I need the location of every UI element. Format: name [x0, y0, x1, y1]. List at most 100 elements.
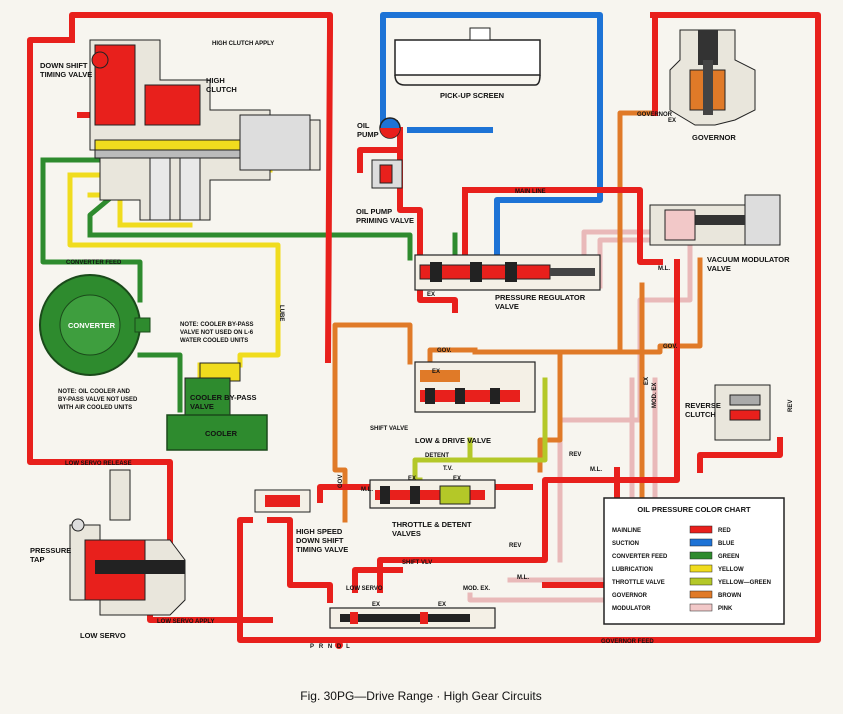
label-line-ex-manual-1: EX	[372, 602, 380, 608]
manual-valve-body	[329, 607, 496, 629]
label-line-ex-throttle-1: EX	[408, 476, 416, 482]
label-line-high-clutch-apply: HIGH CLUTCH APPLY	[212, 41, 274, 47]
label-line-gov-mid: GOV.	[663, 344, 678, 350]
label-line-ex-governor: EX	[668, 118, 676, 124]
gear-position-label: L	[346, 644, 350, 650]
label-line-rev: REV	[788, 400, 794, 412]
label-low-servo: LOW SERVO	[80, 631, 126, 640]
pressure-regulator-valve-body	[414, 254, 601, 291]
gear-position-label: N	[328, 644, 332, 650]
gear-position-label: R	[319, 644, 324, 650]
color-chart-row: THROTTLE VALVE YELLOW—GREEN	[612, 577, 771, 586]
label-cooler: COOLER	[205, 429, 238, 438]
color-chart-row: CONVERTER FEED GREEN	[612, 551, 739, 560]
color-chart-title: OIL PRESSURE COLOR CHART	[637, 505, 751, 514]
label-line-shift-vlv: SHIFT VLV	[402, 560, 432, 566]
reverse-clutch	[714, 384, 771, 441]
label-line-rev-2: REV	[569, 452, 581, 458]
throttle-detent-valve-body	[369, 479, 496, 509]
vacuum-modulator	[649, 194, 781, 246]
color-chart-color-name: YELLOW	[718, 567, 744, 573]
gear-selected-marker	[335, 641, 343, 649]
label-line-ml-throttle: M.L.	[361, 487, 373, 493]
color-chart-swatch	[689, 577, 713, 586]
color-chart-row: MODULATOR PINK	[612, 603, 733, 612]
color-chart-swatch	[689, 603, 713, 612]
color-chart-color-name: BROWN	[718, 593, 741, 599]
label-line-ex-manual-2: EX	[438, 602, 446, 608]
color-chart-row: GOVERNOR BROWN	[612, 590, 741, 599]
color-chart-rows: MAINLINE RED SUCTION BLUE CONVERTER FEED GREE…	[612, 525, 771, 612]
label-line-ml-modulator: M.L.	[658, 266, 670, 272]
label-line-ml-lower: M.L.	[517, 575, 529, 581]
figure-caption: Fig. 30PG—Drive Range · High Gear Circui…	[300, 689, 541, 703]
pickup-screen-assembly	[394, 27, 541, 86]
label-pickup-screen: PICK-UP SCREEN	[440, 91, 504, 100]
label-line-converter-feed: CONVERTER FEED	[66, 260, 122, 266]
label-governor-component: GOVERNOR	[692, 133, 736, 142]
label-line-low-servo-release: LOW SERVO RELEASE	[65, 461, 132, 467]
color-chart-circuit: MODULATOR	[612, 606, 651, 612]
color-chart-swatch	[689, 551, 713, 560]
label-line-low-servo: LOW SERVO	[346, 586, 383, 592]
label-line-ex-vertical: EX	[644, 377, 650, 385]
color-chart-circuit: GOVERNOR	[612, 593, 648, 599]
label-line-governor: GOVERNOR	[637, 112, 673, 118]
label-line-gov-vertical: GOV	[338, 475, 344, 488]
high-clutch-assembly	[89, 39, 321, 221]
governor-assembly	[669, 29, 756, 126]
color-chart-row: LUBRICATION YELLOW	[612, 564, 744, 573]
color-chart-color-name: PINK	[718, 606, 733, 612]
color-chart-swatch	[689, 590, 713, 599]
label-line-mod-ex-vertical: MOD. EX	[652, 383, 658, 408]
color-chart-color-name: RED	[718, 528, 731, 534]
label-line-rev-lower: REV	[509, 543, 521, 549]
color-chart-row: SUCTION BLUE	[612, 538, 734, 547]
label-low-drive-valve: LOW & DRIVE VALVE	[415, 436, 491, 445]
label-line-lube: LUBE	[278, 305, 284, 321]
color-chart-color-name: GREEN	[718, 554, 739, 560]
color-chart-circuit: LUBRICATION	[612, 567, 653, 573]
label-line-governor-feed: GOVERNOR FEED	[601, 639, 654, 645]
color-chart-circuit: SUCTION	[612, 541, 639, 547]
cooler	[166, 414, 268, 451]
color-chart-color-name: BLUE	[718, 541, 734, 547]
cooler-bypass-valve	[184, 362, 241, 417]
label-line-ex-throttle-2: EX	[453, 476, 461, 482]
color-chart-color-name: YELLOW—GREEN	[718, 580, 771, 586]
color-chart-circuit: CONVERTER FEED	[612, 554, 668, 560]
color-chart-circuit: MAINLINE	[612, 528, 641, 534]
converter	[39, 274, 151, 376]
label-line-ex-regulator: EX	[427, 292, 435, 298]
gear-position-label: D	[337, 644, 342, 650]
label-converter: CONVERTER	[68, 321, 116, 330]
label-line-tv: T.V.	[443, 466, 453, 472]
color-chart-circuit: THROTTLE VALVE	[612, 580, 665, 586]
label-line-ex-low-drive: EX	[432, 369, 440, 375]
color-chart-swatch	[689, 525, 713, 534]
label-line-main-line: MAIN LINE	[515, 189, 546, 195]
color-chart-swatch	[689, 564, 713, 573]
color-chart-swatch	[689, 538, 713, 547]
gear-position-label: P	[310, 644, 314, 650]
color-chart: OIL PRESSURE COLOR CHART MAINLINE RED SUCT…	[603, 497, 785, 625]
label-line-gov-low-drive: GOV.	[437, 348, 452, 354]
low-servo-assembly	[69, 469, 186, 616]
label-line-mod-ex: MOD. EX.	[463, 586, 490, 592]
label-line-ml-shift: M.L.	[590, 467, 602, 473]
label-line-shift-valve: SHIFT VALVE	[370, 426, 408, 432]
label-line-low-servo-apply: LOW SERVO APPLY	[157, 619, 214, 625]
